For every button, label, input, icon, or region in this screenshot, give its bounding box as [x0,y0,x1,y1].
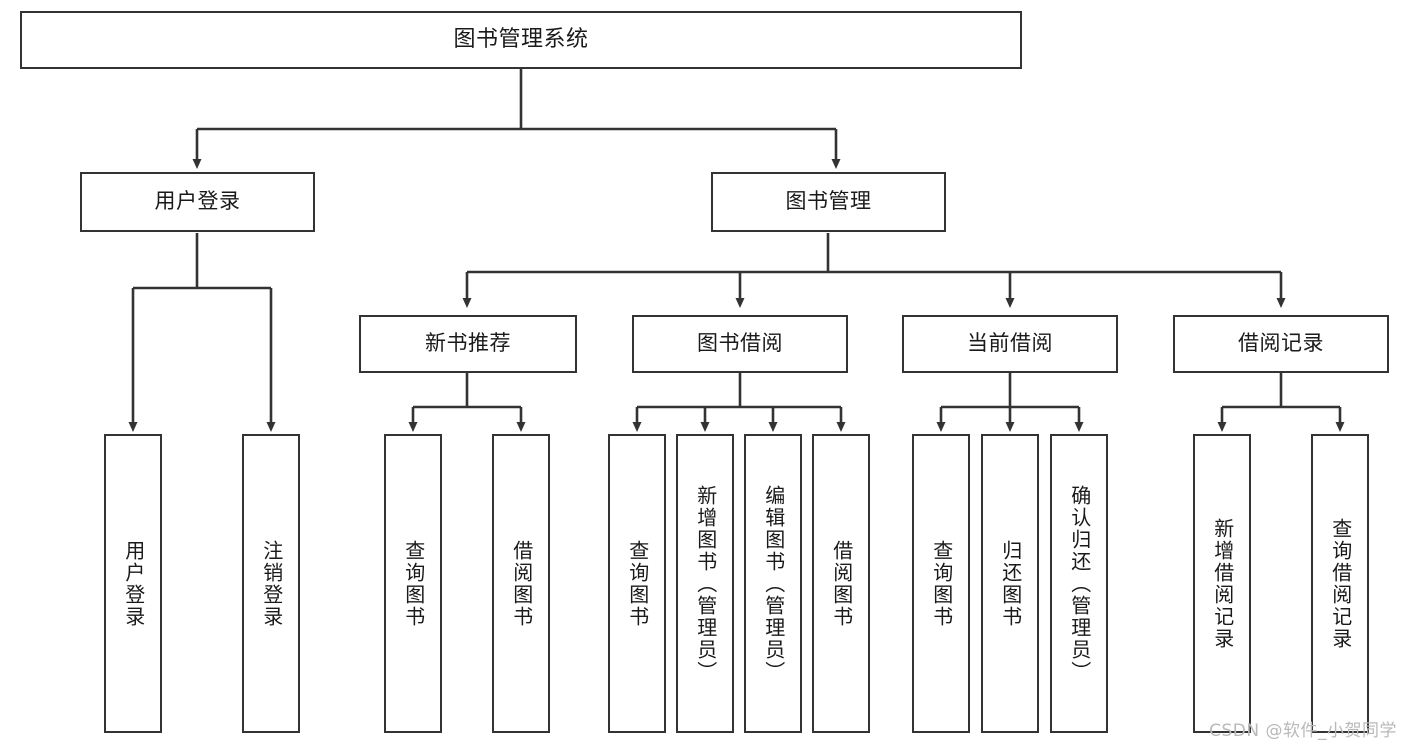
node-root-system[interactable]: 图书管理系统 [20,11,1022,69]
node-label: 借阅图书 [829,539,854,628]
node-label: 新书推荐 [425,331,511,356]
leaf-record-query[interactable]: 查询借阅记录 [1311,434,1369,733]
leaf-user-logout[interactable]: 注销登录 [242,434,300,733]
leaf-borrow-query-book[interactable]: 查询图书 [608,434,666,733]
node-current-borrow[interactable]: 当前借阅 [902,315,1118,373]
node-label: 图书借阅 [697,331,783,356]
node-borrow-record[interactable]: 借阅记录 [1173,315,1389,373]
leaf-new-book-query[interactable]: 查询图书 [384,434,442,733]
node-label: 查询借阅记录 [1328,517,1353,650]
leaf-new-book-borrow[interactable]: 借阅图书 [492,434,550,733]
leaf-borrow-edit-book[interactable]: 编辑图书（管理员） [744,434,802,733]
node-label: 查询图书 [929,539,954,628]
node-label: 新增图书（管理员） [693,484,718,683]
leaf-user-login[interactable]: 用户登录 [104,434,162,733]
leaf-current-return-book[interactable]: 归还图书 [981,434,1039,733]
node-label: 查询图书 [625,539,650,628]
node-label: 新增借阅记录 [1210,517,1235,650]
leaf-borrow-add-book[interactable]: 新增图书（管理员） [676,434,734,733]
node-label: 编辑图书（管理员） [761,484,786,683]
node-label: 用户登录 [121,539,146,628]
leaf-current-confirm-return[interactable]: 确认归还（管理员） [1050,434,1108,733]
node-label: 用户登录 [154,189,241,214]
node-label: 借阅图书 [509,539,534,628]
node-book-borrow[interactable]: 图书借阅 [632,315,848,373]
leaf-current-query-book[interactable]: 查询图书 [912,434,970,733]
leaf-record-add[interactable]: 新增借阅记录 [1193,434,1251,733]
node-user-login[interactable]: 用户登录 [80,172,315,232]
node-label: 图书管理 [785,189,872,214]
csdn-watermark: CSDN @软件_小贺同学 [1209,721,1397,741]
leaf-borrow-borrow-book[interactable]: 借阅图书 [812,434,870,733]
node-book-management[interactable]: 图书管理 [711,172,946,232]
node-label: 当前借阅 [967,331,1053,356]
node-label: 查询图书 [401,539,426,628]
node-new-book-recommend[interactable]: 新书推荐 [359,315,577,373]
node-label: 注销登录 [259,539,284,628]
node-label: 借阅记录 [1238,331,1324,356]
node-label: 确认归还（管理员） [1067,484,1092,683]
node-label: 图书管理系统 [453,26,589,52]
node-label: 归还图书 [998,539,1023,628]
